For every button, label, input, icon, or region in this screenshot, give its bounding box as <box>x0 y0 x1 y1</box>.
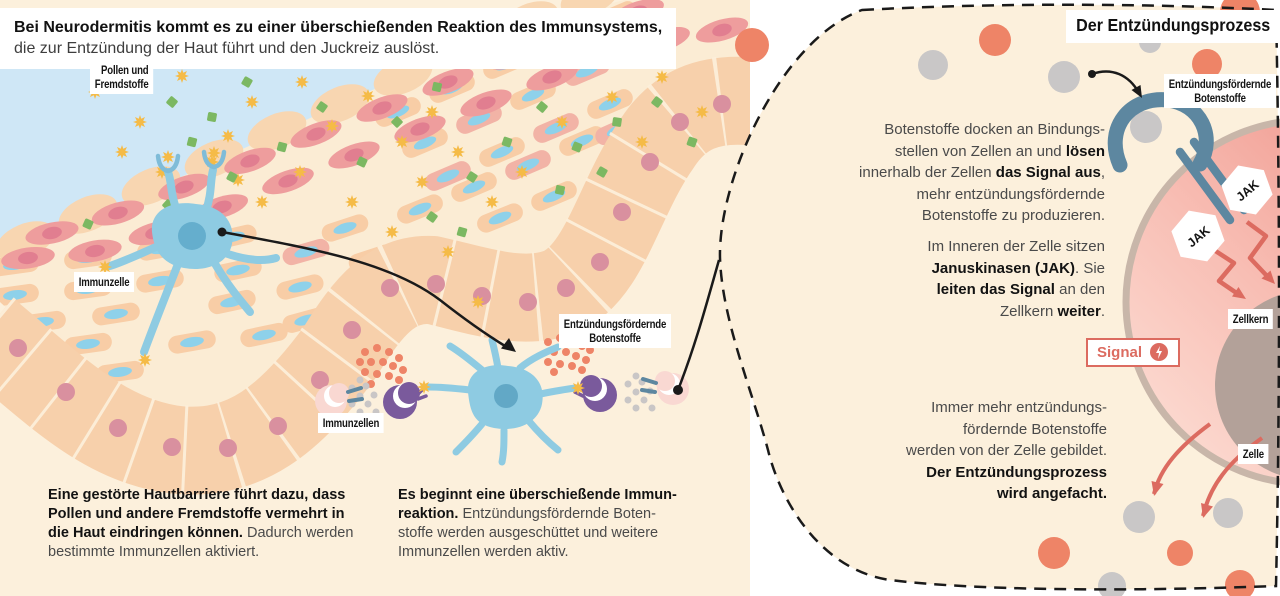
docked-botenstoff <box>1130 111 1162 143</box>
skin-scene <box>0 0 750 596</box>
label-immunzelle: Immunzelle <box>74 272 135 292</box>
immune-cell-dendritic-2 <box>424 336 580 466</box>
label-botenstoffe-right: Entzündungsfördernde Botenstoffe <box>1164 74 1276 108</box>
leader-line <box>676 259 721 391</box>
dot <box>1123 501 1155 533</box>
label-immunzellen: Immunzellen <box>318 413 384 433</box>
panel-title: Der Entzündungsprozess <box>1066 10 1280 43</box>
band-nuclei <box>9 95 731 457</box>
panel-text-entzuendung: Immer mehr entzündungs- fördernde Botens… <box>906 399 1107 502</box>
label-zellkern: Zellkern <box>1228 309 1274 329</box>
process-panel: JAK JAK <box>718 0 1280 596</box>
jak-badges: JAK JAK <box>1171 165 1273 262</box>
jak-hexagon <box>1221 165 1273 215</box>
process-bubble <box>719 4 1279 590</box>
label-botenstoffe-left: Entzündungsfördernde Botenstoffe <box>559 314 671 348</box>
receptor-y <box>155 149 227 174</box>
caption-hautbarriere: Eine gestörte Hautbarriere führt dazu, d… <box>48 487 354 560</box>
arrowhead <box>501 338 516 352</box>
arrowhead <box>1261 270 1275 284</box>
intro-text: Bei Neurodermitis kommt es zu einer über… <box>0 8 677 69</box>
pink-immune-cell-left <box>315 383 364 417</box>
skin-mass <box>0 0 750 407</box>
arrowhead <box>1151 481 1164 496</box>
dot <box>1192 49 1222 79</box>
signal-badge: Signal <box>1086 338 1181 367</box>
cell-nucleus <box>494 384 518 408</box>
signal-bolt-icon <box>1150 343 1169 361</box>
dot <box>918 50 948 80</box>
arrowhead <box>1232 287 1246 299</box>
zellkern-nucleus <box>1215 294 1280 476</box>
purple-immune-cell-left <box>383 382 428 419</box>
signal-label: Signal <box>1097 343 1143 361</box>
skin-barrier-band <box>0 55 750 496</box>
dot <box>1048 61 1080 93</box>
dot <box>735 28 769 62</box>
dot <box>1225 570 1255 596</box>
label-pollen-fremdstoffe: Pollen und Fremdstoffe <box>90 60 154 94</box>
panel-text-docking: Botenstoffe docken an Bindungs- stellen … <box>859 121 1105 224</box>
dot <box>1213 498 1243 528</box>
signal-zigzag-arrows <box>1212 220 1275 299</box>
caption-immunreaktion: Es beginnt eine überschießende Immun- re… <box>398 487 677 560</box>
dot <box>1167 540 1193 566</box>
label-zelle: Zelle <box>1238 444 1269 464</box>
botenstoffe-pointer-arrow <box>1088 70 1142 98</box>
arrowhead <box>1201 503 1213 518</box>
arrowhead <box>1131 85 1142 98</box>
dot <box>979 24 1011 56</box>
cell-nucleus <box>178 222 206 250</box>
panel-text-jak: Im Inneren der Zelle sitzen Januskinasen… <box>927 238 1105 320</box>
dot <box>1038 537 1070 569</box>
purple-immune-cell-right <box>573 375 617 412</box>
annotation-arrows <box>217 227 683 395</box>
process-bubble-dashed-border <box>718 3 1280 591</box>
jak-hexagon <box>1171 210 1225 262</box>
immune-cell-dendritic-1 <box>98 146 280 367</box>
